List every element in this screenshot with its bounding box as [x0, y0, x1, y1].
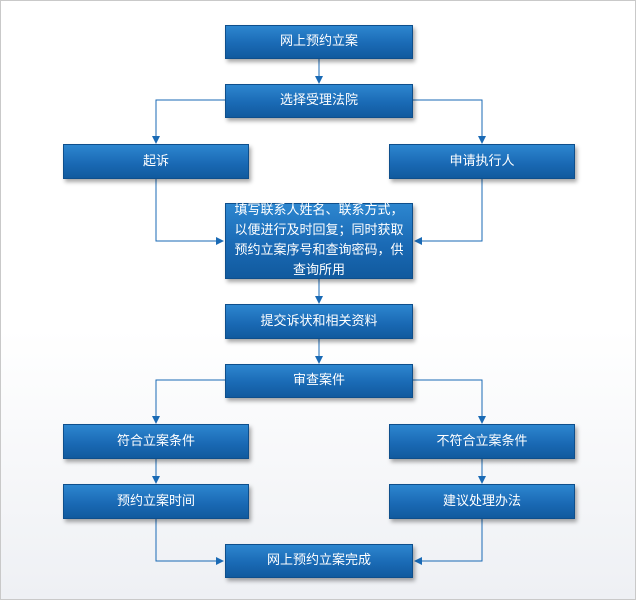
complete-node: 网上预约立案完成 [225, 544, 413, 578]
execution-node: 申请执行人 [389, 144, 575, 179]
arrow-lawsuit-to-fill-info [155, 179, 224, 245]
arrow-suggestion-to-complete [414, 519, 483, 565]
appointment-time-label: 预约立案时间 [116, 493, 195, 509]
select-court-label: 选择受理法院 [279, 93, 358, 108]
fill-info-node: 填写联系人姓名、联系方式，以便进行及时回复；同时获取预约立案序号和查询密码，供查… [225, 203, 413, 279]
arrow-review-to-not-eligible [413, 379, 486, 424]
arrow-execution-to-fill-info [414, 179, 483, 245]
review-label: 审查案件 [292, 373, 345, 388]
select-court-node: 选择受理法院 [225, 84, 413, 118]
suggestion-node: 建议处理办法 [389, 484, 575, 519]
submit-docs-label: 提交诉状和相关资料 [260, 313, 378, 329]
execution-label: 申请执行人 [449, 153, 515, 169]
arrow-review-to-eligible [152, 379, 225, 424]
eligible-node: 符合立案条件 [63, 424, 249, 459]
not-eligible-label: 不符合立案条件 [436, 433, 528, 449]
eligible-label: 符合立案条件 [116, 433, 195, 449]
appointment-time-node: 预约立案时间 [63, 484, 249, 519]
suggestion-label: 建议处理办法 [442, 493, 521, 509]
start-node: 网上预约立案 [225, 25, 413, 59]
start-node-label: 网上预约立案 [279, 34, 358, 49]
review-node: 审查案件 [225, 364, 413, 398]
fill-info-label: 填写联系人姓名、联系方式，以便进行及时回复；同时获取预约立案序号和查询密码，供查… [234, 203, 404, 278]
arrow-select-court-to-execution [413, 99, 486, 144]
lawsuit-label: 起诉 [142, 153, 169, 169]
arrow-appointment-to-complete [155, 519, 224, 565]
submit-docs-node: 提交诉状和相关资料 [225, 304, 413, 339]
not-eligible-node: 不符合立案条件 [389, 424, 575, 459]
arrow-select-court-to-lawsuit [152, 99, 225, 144]
lawsuit-node: 起诉 [63, 144, 249, 179]
complete-label: 网上预约立案完成 [266, 553, 371, 568]
